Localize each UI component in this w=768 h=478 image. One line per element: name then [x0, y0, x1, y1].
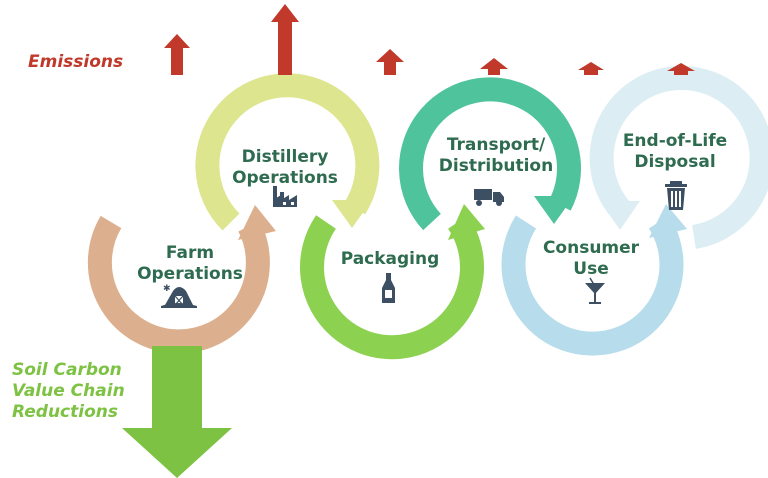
cocktail-glass-icon	[585, 277, 605, 304]
ring-packaging	[300, 204, 485, 360]
soil-carbon-arrow	[122, 346, 232, 478]
svg-text:✱: ✱	[163, 284, 171, 294]
soil-label-line1: Soil Carbon	[12, 360, 122, 380]
stage-label-consumer-line1: Consumer	[543, 238, 640, 258]
ring-transport	[399, 77, 581, 231]
ring-consumer-use	[501, 204, 687, 356]
stage-label-transport-line2: Distribution	[439, 156, 553, 176]
emission-arrow-consumer	[578, 62, 604, 75]
trash-can-icon	[665, 181, 687, 210]
stage-label-end-of-life-line2: Disposal	[634, 152, 715, 172]
stage-label-transport-line1: Transport/	[447, 135, 546, 155]
factory-icon	[273, 186, 297, 207]
emission-arrow-distillery	[271, 4, 299, 75]
stage-label-farm-line2: Operations	[137, 264, 243, 284]
soil-label-line2: Value Chain	[12, 381, 125, 401]
stage-label-distillery-line2: Operations	[232, 168, 338, 188]
emissions-label: Emissions	[28, 52, 123, 72]
emission-arrow-end-of-life	[667, 63, 695, 75]
truck-icon	[474, 189, 504, 206]
stage-label-end-of-life-line1: End-of-Life	[623, 131, 727, 151]
barn-icon: ✱	[161, 284, 197, 308]
emission-arrow-packaging	[376, 49, 404, 75]
emission-arrow-transport	[480, 58, 508, 75]
stage-label-consumer-line2: Use	[573, 259, 608, 279]
emission-arrow-farm	[164, 34, 190, 75]
bottle-icon	[382, 273, 395, 303]
soil-label-line3: Reductions	[12, 402, 118, 422]
stage-label-packaging-line1: Packaging	[341, 249, 440, 269]
ring-end-of-life	[589, 66, 768, 249]
stage-label-farm-line1: Farm	[166, 243, 214, 263]
emission-arrows	[164, 4, 695, 75]
ring-distillery	[195, 73, 380, 231]
ring-farm	[87, 205, 276, 354]
stage-label-distillery-line1: Distillery	[242, 147, 329, 167]
